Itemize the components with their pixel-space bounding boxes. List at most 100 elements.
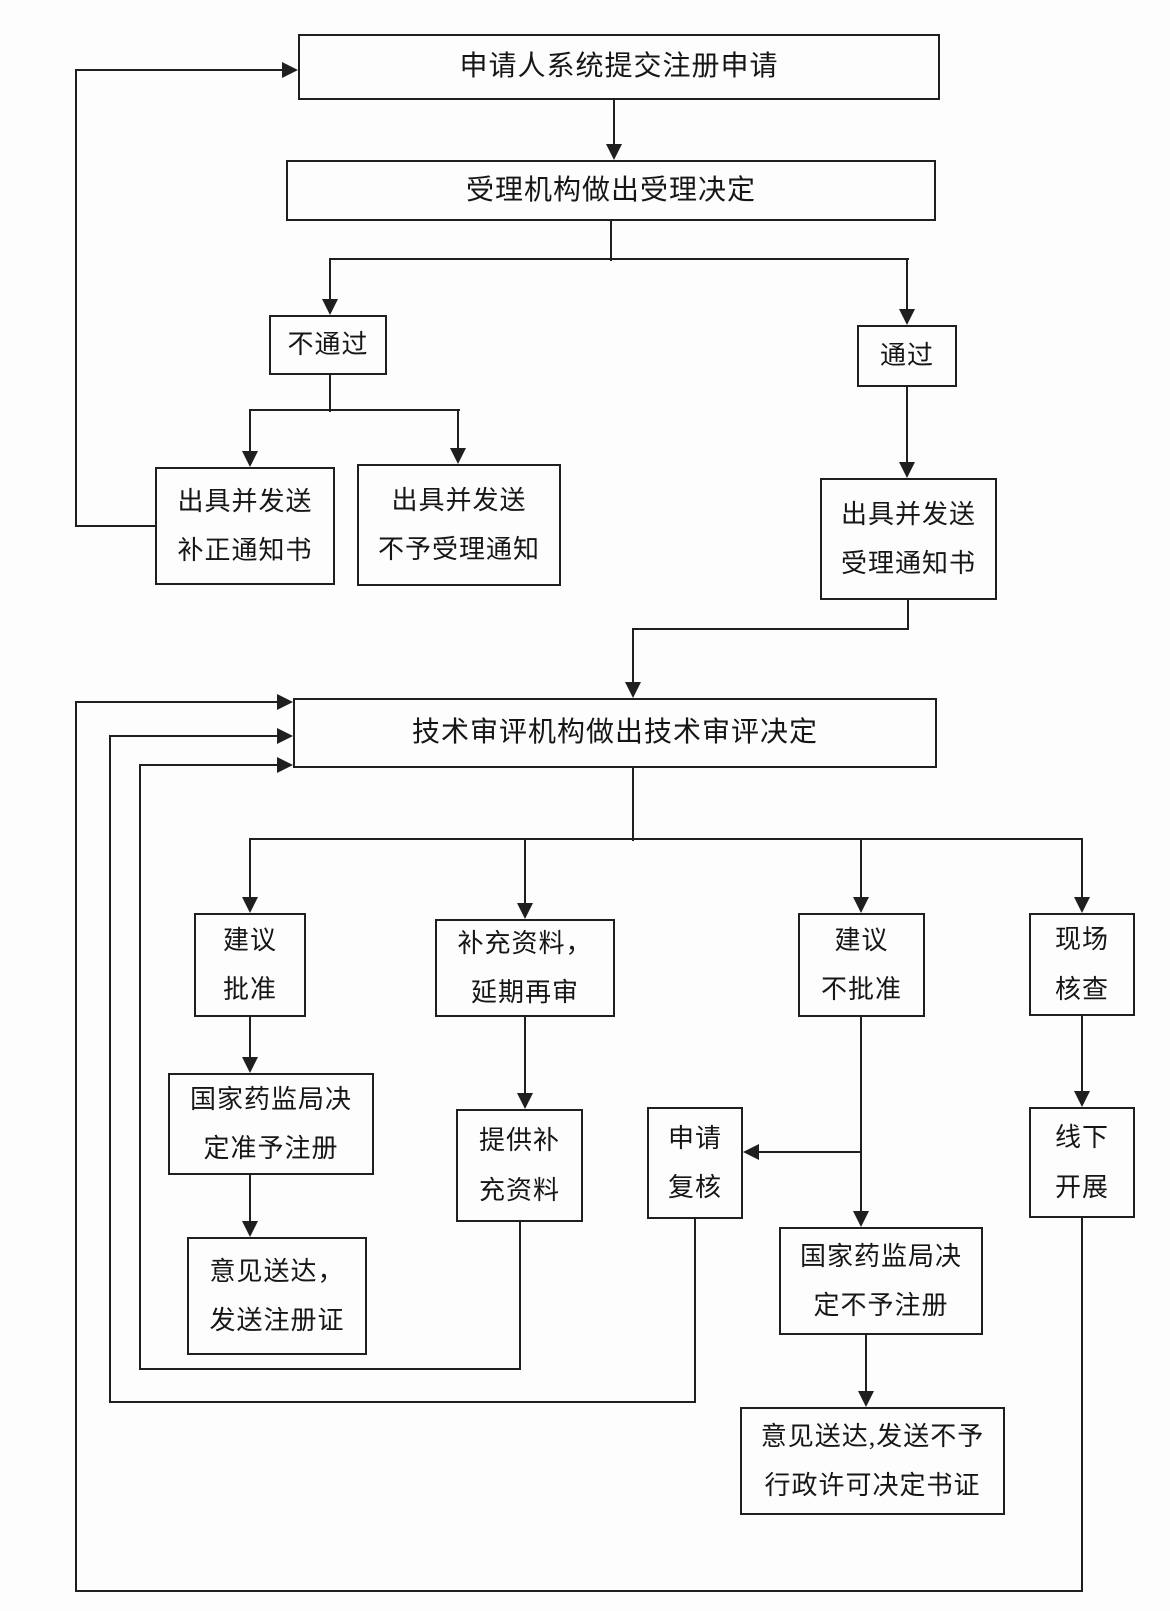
node-recheck-line1: 申请 bbox=[667, 1123, 722, 1153]
connector-into-review-top bbox=[632, 628, 634, 684]
node-apply-label: 申请人系统提交注册申请 bbox=[459, 51, 779, 83]
arrowhead-into-recheck bbox=[743, 1144, 759, 1160]
connector-apply-accept bbox=[613, 100, 615, 146]
connector-accept-notice-down bbox=[907, 600, 909, 630]
node-deny-decision-line1: 国家药监局决 bbox=[799, 1241, 962, 1271]
connector-split-reject-notice bbox=[457, 410, 459, 450]
node-deny-decision: 国家药监局决 定不予注册 bbox=[779, 1227, 983, 1335]
node-approve: 建议 批准 bbox=[194, 913, 306, 1017]
connector-offline-loop-into-review bbox=[75, 701, 279, 703]
node-deny-cert-line1: 意见送达,发送不予 bbox=[760, 1421, 985, 1451]
arrowhead-into-offline bbox=[1074, 1091, 1090, 1107]
node-accept-label: 受理机构做出受理决定 bbox=[465, 174, 756, 206]
node-offline: 线下 开展 bbox=[1029, 1107, 1135, 1218]
connector-split-supplement bbox=[524, 839, 526, 905]
node-correction-line2: 补正通知书 bbox=[177, 536, 313, 565]
connector-split-disapprove bbox=[860, 839, 862, 899]
node-onsite-line1: 现场 bbox=[1054, 925, 1109, 955]
arrowhead-into-apply bbox=[282, 62, 298, 78]
node-approve-line1: 建议 bbox=[222, 925, 277, 955]
node-offline-line1: 线下 bbox=[1054, 1123, 1109, 1153]
arrowhead-into-provide-supplement bbox=[517, 1093, 533, 1109]
node-review-label: 技术审评机构做出技术审评决定 bbox=[411, 717, 818, 749]
arrowhead-into-grant-cert bbox=[242, 1221, 258, 1237]
node-fail: 不通过 bbox=[269, 315, 387, 375]
connector-offline-loop-up bbox=[75, 701, 77, 1592]
arrowhead-into-review bbox=[625, 682, 641, 698]
connector-provide-loop-into-review bbox=[139, 764, 279, 766]
node-onsite-line2: 核查 bbox=[1054, 974, 1109, 1004]
node-approve-decision: 国家药监局决 定准予注册 bbox=[168, 1073, 374, 1175]
connector-split-correction bbox=[249, 410, 251, 453]
connector-provide-loop-down bbox=[519, 1222, 521, 1370]
connector-correction-loop-top bbox=[75, 69, 284, 71]
connector-recheck-loop-into-review bbox=[109, 735, 279, 737]
node-offline-line2: 开展 bbox=[1054, 1172, 1109, 1202]
node-review: 技术审评机构做出技术审评决定 bbox=[293, 698, 937, 768]
arrowhead-into-approve-decision bbox=[242, 1057, 258, 1073]
connector-recheck-loop-up bbox=[109, 735, 111, 1403]
connector-split-onsite bbox=[1081, 839, 1083, 899]
node-provide-supplement: 提供补 充资料 bbox=[456, 1109, 583, 1222]
node-recheck-line2: 复核 bbox=[667, 1173, 722, 1202]
arrowhead-into-disapprove bbox=[853, 897, 869, 913]
node-approve-decision-line1: 国家药监局决 bbox=[189, 1084, 352, 1114]
connector-branch-recheck bbox=[759, 1151, 861, 1153]
node-disapprove-line2: 不批准 bbox=[820, 975, 902, 1004]
connector-onsite-offline bbox=[1081, 1016, 1083, 1093]
node-fail-label: 不通过 bbox=[287, 330, 369, 360]
arrowhead-provide-into-review bbox=[277, 757, 293, 773]
connector-provide-loop-across bbox=[139, 1368, 521, 1370]
connector-correction-loop-bottom bbox=[75, 525, 157, 527]
node-supplement: 补充资料， 延期再审 bbox=[435, 919, 615, 1017]
node-disapprove-line1: 建议 bbox=[834, 925, 889, 955]
connector-split-pass bbox=[906, 259, 908, 311]
connector-correction-loop-left bbox=[75, 69, 77, 527]
connector-split-fail bbox=[329, 259, 331, 301]
connector-accept-split bbox=[610, 221, 612, 261]
connector-supplement-provide bbox=[524, 1017, 526, 1095]
arrowhead-into-accept bbox=[606, 144, 622, 160]
node-correction: 出具并发送 补正通知书 bbox=[155, 467, 335, 585]
arrowhead-into-pass bbox=[899, 309, 915, 325]
connector-fail-splitter bbox=[249, 409, 460, 411]
node-approve-decision-line2: 定准予注册 bbox=[203, 1134, 339, 1163]
node-approve-line2: 批准 bbox=[222, 975, 277, 1004]
connector-recheck-loop-down bbox=[694, 1219, 696, 1403]
connector-offline-loop-across bbox=[75, 1590, 1083, 1592]
node-apply: 申请人系统提交注册申请 bbox=[298, 34, 940, 100]
arrowhead-into-accept-notice bbox=[899, 462, 915, 478]
node-reject-notice: 出具并发送 不予受理通知 bbox=[357, 464, 561, 586]
connector-split-approve bbox=[249, 839, 251, 899]
connector-accept-notice-across bbox=[632, 628, 909, 630]
connector-fail-split bbox=[329, 375, 331, 412]
arrowhead-into-onsite bbox=[1074, 897, 1090, 913]
node-disapprove: 建议 不批准 bbox=[798, 913, 925, 1017]
node-correction-line1: 出具并发送 bbox=[177, 486, 313, 516]
node-accept-notice-line2: 受理通知书 bbox=[840, 549, 976, 578]
node-grant-cert: 意见送达， 发送注册证 bbox=[187, 1237, 367, 1355]
arrowhead-into-fail bbox=[322, 299, 338, 315]
connector-recheck-loop-across bbox=[109, 1401, 696, 1403]
node-grant-cert-line1: 意见送达， bbox=[209, 1256, 345, 1286]
arrowhead-recheck-into-review bbox=[277, 728, 293, 744]
connector-review-exit bbox=[632, 768, 634, 841]
connector-deny-decision-deny-cert bbox=[865, 1335, 867, 1393]
arrowhead-into-deny-cert bbox=[858, 1391, 874, 1407]
node-grant-cert-line2: 发送注册证 bbox=[209, 1306, 345, 1335]
node-deny-cert-line2: 行政许可决定书证 bbox=[764, 1471, 981, 1500]
connector-provide-loop-up bbox=[139, 764, 141, 1370]
node-reject-notice-line2: 不予受理通知 bbox=[377, 535, 540, 564]
connector-approve-decision bbox=[249, 1017, 251, 1059]
node-accept: 受理机构做出受理决定 bbox=[286, 160, 936, 221]
node-supplement-line1: 补充资料， bbox=[457, 928, 593, 958]
connector-disapprove-deny-decision bbox=[860, 1017, 862, 1213]
node-deny-decision-line2: 定不予注册 bbox=[813, 1291, 949, 1320]
node-onsite: 现场 核查 bbox=[1029, 913, 1135, 1016]
node-provide-supplement-line2: 充资料 bbox=[478, 1175, 560, 1205]
node-recheck: 申请 复核 bbox=[647, 1107, 743, 1219]
connector-review-splitter bbox=[249, 838, 1083, 840]
connector-decision-grant-cert bbox=[249, 1175, 251, 1223]
arrowhead-into-supplement bbox=[517, 903, 533, 919]
connector-accept-splitter bbox=[329, 258, 909, 260]
